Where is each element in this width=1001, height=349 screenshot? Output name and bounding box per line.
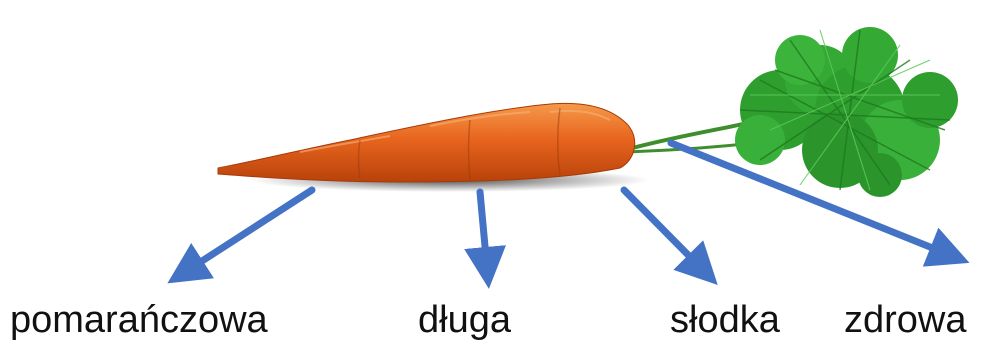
label-pomaranczowa: pomarańczowa [10, 298, 268, 342]
label-dluga: długa [418, 298, 511, 342]
arrow-to-slodka [624, 190, 703, 270]
arrow-to-dluga [480, 192, 487, 268]
label-slodka: słodka [670, 298, 780, 342]
carrot-body [218, 103, 635, 182]
arrow-to-pomaranczowa [185, 190, 312, 272]
label-zdrowa: zdrowa [844, 298, 967, 342]
carrot-leaves [625, 27, 958, 197]
